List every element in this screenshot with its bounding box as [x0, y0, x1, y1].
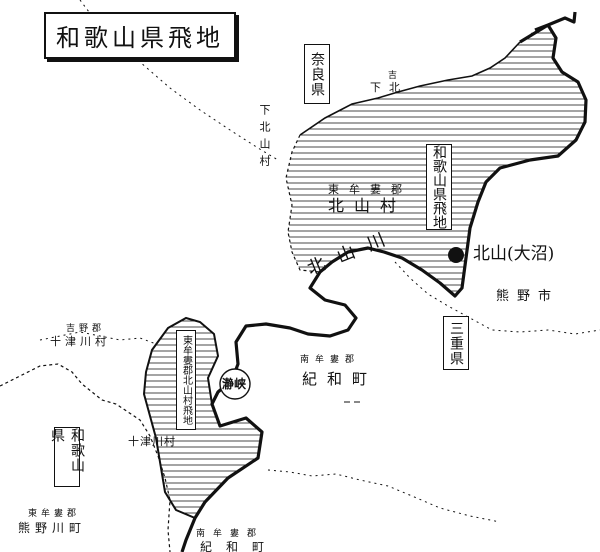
shimokitayama-side: 下北山村 — [258, 104, 271, 172]
kitayama-onuma: 北山(大沼) — [473, 244, 555, 264]
enclave-main-west — [285, 134, 321, 273]
kumanogawa: 熊野川町 — [18, 521, 87, 535]
kiwa-dist: 南牟婁郡 — [300, 355, 361, 365]
totsukawa-top-dist: 吉野郡 — [66, 324, 106, 334]
seto-circle — [219, 368, 251, 400]
enclave-south-label: 東牟婁郡北山村飛地 — [176, 330, 196, 430]
enclave-main-north — [299, 41, 521, 136]
pref-boundary-north — [79, 0, 279, 161]
wakayama-enclave-label: 和歌山県飛地 — [426, 144, 452, 230]
pref-boundary-west — [0, 363, 171, 552]
kitayama-onuma-marker — [448, 247, 464, 263]
county-boundary — [39, 331, 157, 345]
kumanogawa-dist: 東牟婁郡 — [28, 509, 81, 519]
map-title: 和歌山県飛地 — [44, 12, 236, 59]
totsukawa-mid: 十津川村 — [128, 435, 176, 448]
seto-small: 瀞峡 — [222, 377, 247, 391]
kitayama-village: 北山村 — [328, 196, 407, 215]
river-boundary — [180, 11, 588, 552]
enclave-south — [144, 318, 262, 518]
kiwa: 紀和町 — [302, 370, 378, 388]
mie-pref-label: 三重県 — [443, 316, 469, 370]
kiwa-bottom-dist: 南牟婁郡 — [196, 529, 265, 539]
shimokitayama-top: 下北 — [370, 81, 408, 94]
kiwa-bottom: 紀和町 — [200, 540, 279, 552]
wakayama-pref-label: 和歌山県 — [49, 427, 85, 487]
totsukawa-top: 十津川村 — [50, 335, 110, 348]
shimokitayama-top-furi: 吉 — [388, 71, 398, 81]
kitayama-village-dist: 東牟婁郡 — [328, 183, 412, 196]
kiwa-boundary — [267, 469, 501, 523]
nara-pref-label: 奈良県 — [304, 44, 330, 104]
kumano-city: 熊野市 — [496, 289, 560, 304]
